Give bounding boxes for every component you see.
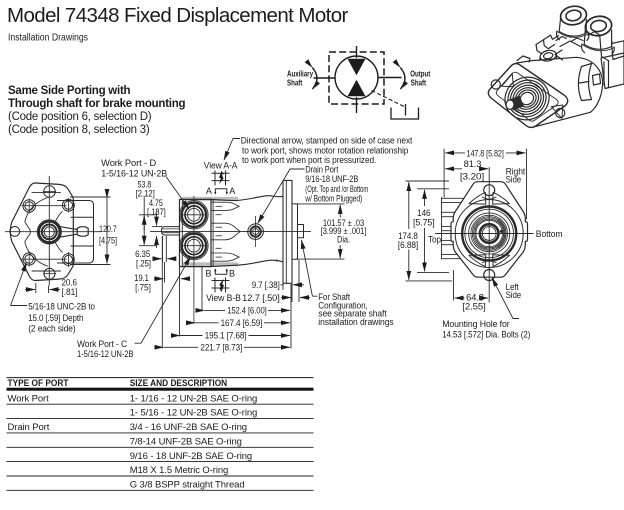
svg-text:Directional arrow, stamped on: Directional arrow, stamped on side of ca… <box>241 136 413 146</box>
svg-text:152.4 [6.00]: 152.4 [6.00] <box>227 306 267 316</box>
svg-text:Auxiliary: Auxiliary <box>287 69 313 79</box>
svg-text:G 3/8 BSPP straight Thread: G 3/8 BSPP straight Thread <box>130 480 245 491</box>
svg-text:64.8: 64.8 <box>466 292 484 302</box>
svg-text:14.53 [.572] Dia. Bolts (2): 14.53 [.572] Dia. Bolts (2) <box>442 329 530 339</box>
svg-text:[.81]: [.81] <box>62 287 78 297</box>
svg-text:195.1 [7.68]: 195.1 [7.68] <box>205 330 247 340</box>
svg-text:Through shaft for brake mounti: Through shaft for brake mounting <box>8 98 185 110</box>
svg-text:installation drawings: installation drawings <box>318 317 394 327</box>
svg-text:Dia.: Dia. <box>337 235 350 245</box>
svg-text:101.57 ± .03: 101.57 ± .03 <box>323 218 364 228</box>
svg-text:B: B <box>206 269 212 279</box>
svg-text:Shaft: Shaft <box>411 77 426 87</box>
svg-text:167.4 [6.59]: 167.4 [6.59] <box>221 318 263 328</box>
svg-text:[.25]: [.25] <box>136 258 151 268</box>
svg-text:Side: Side <box>506 174 522 184</box>
svg-text:View A-A: View A-A <box>204 161 238 171</box>
svg-text:5/16-18 UNC-2B to: 5/16-18 UNC-2B to <box>28 301 95 311</box>
svg-text:147.8 [5.82]: 147.8 [5.82] <box>467 149 504 159</box>
svg-text:9/16-18 UNF-2B: 9/16-18 UNF-2B <box>305 174 358 184</box>
svg-text:Work Port - D: Work Port - D <box>101 158 157 168</box>
svg-text:Shaft: Shaft <box>287 77 302 87</box>
svg-text:[3.999 ± .001]: [3.999 ± .001] <box>321 226 367 236</box>
svg-text:w/ Bottom Plugged): w/ Bottom Plugged) <box>305 193 363 203</box>
svg-text:[5.75]: [5.75] <box>413 217 435 227</box>
svg-text:3/4 - 16 UNF-2B SAE O-ring: 3/4 - 16 UNF-2B SAE O-ring <box>130 422 247 433</box>
svg-text:(2 each side): (2 each side) <box>28 323 75 333</box>
svg-text:146: 146 <box>417 208 430 218</box>
svg-text:[2.55]: [2.55] <box>462 301 486 311</box>
svg-text:1-5/16-12 UN-2B: 1-5/16-12 UN-2B <box>101 169 167 179</box>
svg-text:Top: Top <box>428 234 441 244</box>
svg-text:[.187]: [.187] <box>147 207 166 217</box>
svg-text:View B-B: View B-B <box>206 293 241 303</box>
svg-text:(Opt. Top and /or Bottom: (Opt. Top and /or Bottom <box>305 184 368 194</box>
svg-text:Left: Left <box>506 282 520 292</box>
svg-text:M18 X 1.5 Metric O-ring: M18 X 1.5 Metric O-ring <box>130 465 229 476</box>
svg-text:53.8: 53.8 <box>138 180 152 190</box>
svg-text:Mounting Hole for: Mounting Hole for <box>442 319 509 329</box>
svg-text:TYPE OF PORT: TYPE OF PORT <box>8 378 70 388</box>
svg-text:174.8: 174.8 <box>398 231 418 241</box>
svg-text:Model 74348 Fixed Displacement: Model 74348 Fixed Displacement Motor <box>7 4 349 27</box>
svg-text:[6.88]: [6.88] <box>398 240 418 250</box>
svg-text:[.75]: [.75] <box>135 282 151 292</box>
svg-text:120.7: 120.7 <box>99 224 117 234</box>
svg-text:Drain Port: Drain Port <box>305 165 338 175</box>
svg-text:7/8-14 UNF-2B SAE O-ring: 7/8-14 UNF-2B SAE O-ring <box>130 436 242 447</box>
svg-text:Work Port - C: Work Port - C <box>77 339 128 349</box>
svg-text:19.1: 19.1 <box>134 273 149 283</box>
svg-text:[2.12]: [2.12] <box>136 189 155 199</box>
svg-text:Output: Output <box>410 69 430 79</box>
svg-text:Configuration,: Configuration, <box>318 300 367 310</box>
svg-text:9.7 [.38]: 9.7 [.38] <box>252 280 280 290</box>
svg-text:Bottom: Bottom <box>536 229 563 239</box>
svg-text:1-5/16-12 UN-2B: 1-5/16-12 UN-2B <box>77 349 133 359</box>
svg-text:Side: Side <box>506 290 522 300</box>
svg-text:[4.75]: [4.75] <box>99 235 117 245</box>
svg-text:SIZE AND DESCRIPTION: SIZE AND DESCRIPTION <box>130 378 228 388</box>
svg-text:A: A <box>229 186 235 196</box>
svg-text:9/16 - 18 UNF-2B SAE O-ring: 9/16 - 18 UNF-2B SAE O-ring <box>130 451 252 462</box>
svg-text:1- 5/16 - 12 UN-2B SAE O-ring: 1- 5/16 - 12 UN-2B SAE O-ring <box>130 408 258 419</box>
svg-text:Work Port: Work Port <box>8 393 50 404</box>
svg-text:(Code position 8, selection 3): (Code position 8, selection 3) <box>8 124 150 136</box>
svg-text:see separate shaft: see separate shaft <box>318 309 387 319</box>
svg-text:Right: Right <box>506 166 526 176</box>
svg-text:221.7 [8.73]: 221.7 [8.73] <box>200 342 242 352</box>
svg-text:[3.20]: [3.20] <box>460 172 484 182</box>
svg-text:A: A <box>206 186 212 196</box>
svg-text:Drain Port: Drain Port <box>8 422 50 433</box>
svg-text:6.35: 6.35 <box>135 249 150 259</box>
svg-text:(Code position 6, selection D): (Code position 6, selection D) <box>8 111 152 123</box>
svg-text:B: B <box>229 269 235 279</box>
svg-text:For Shaft: For Shaft <box>318 292 350 302</box>
svg-text:to work port when port is pres: to work port when port is pressurized. <box>242 155 376 165</box>
svg-text:15.0 [.59] Depth: 15.0 [.59] Depth <box>28 313 83 323</box>
svg-text:Same Side Porting with: Same Side Porting with <box>8 85 131 97</box>
svg-text:81.3: 81.3 <box>464 159 482 169</box>
svg-text:1- 1/16 - 12 UN-2B SAE O-ring: 1- 1/16 - 12 UN-2B SAE O-ring <box>130 393 258 404</box>
svg-text:Installation Drawings: Installation Drawings <box>8 33 88 44</box>
svg-text:20.6: 20.6 <box>62 277 77 287</box>
svg-text:12.7 [.50]: 12.7 [.50] <box>242 293 280 303</box>
svg-text:4.75: 4.75 <box>149 198 163 208</box>
svg-text:to work port, shows motor rota: to work port, shows motor rotation relat… <box>242 145 408 155</box>
